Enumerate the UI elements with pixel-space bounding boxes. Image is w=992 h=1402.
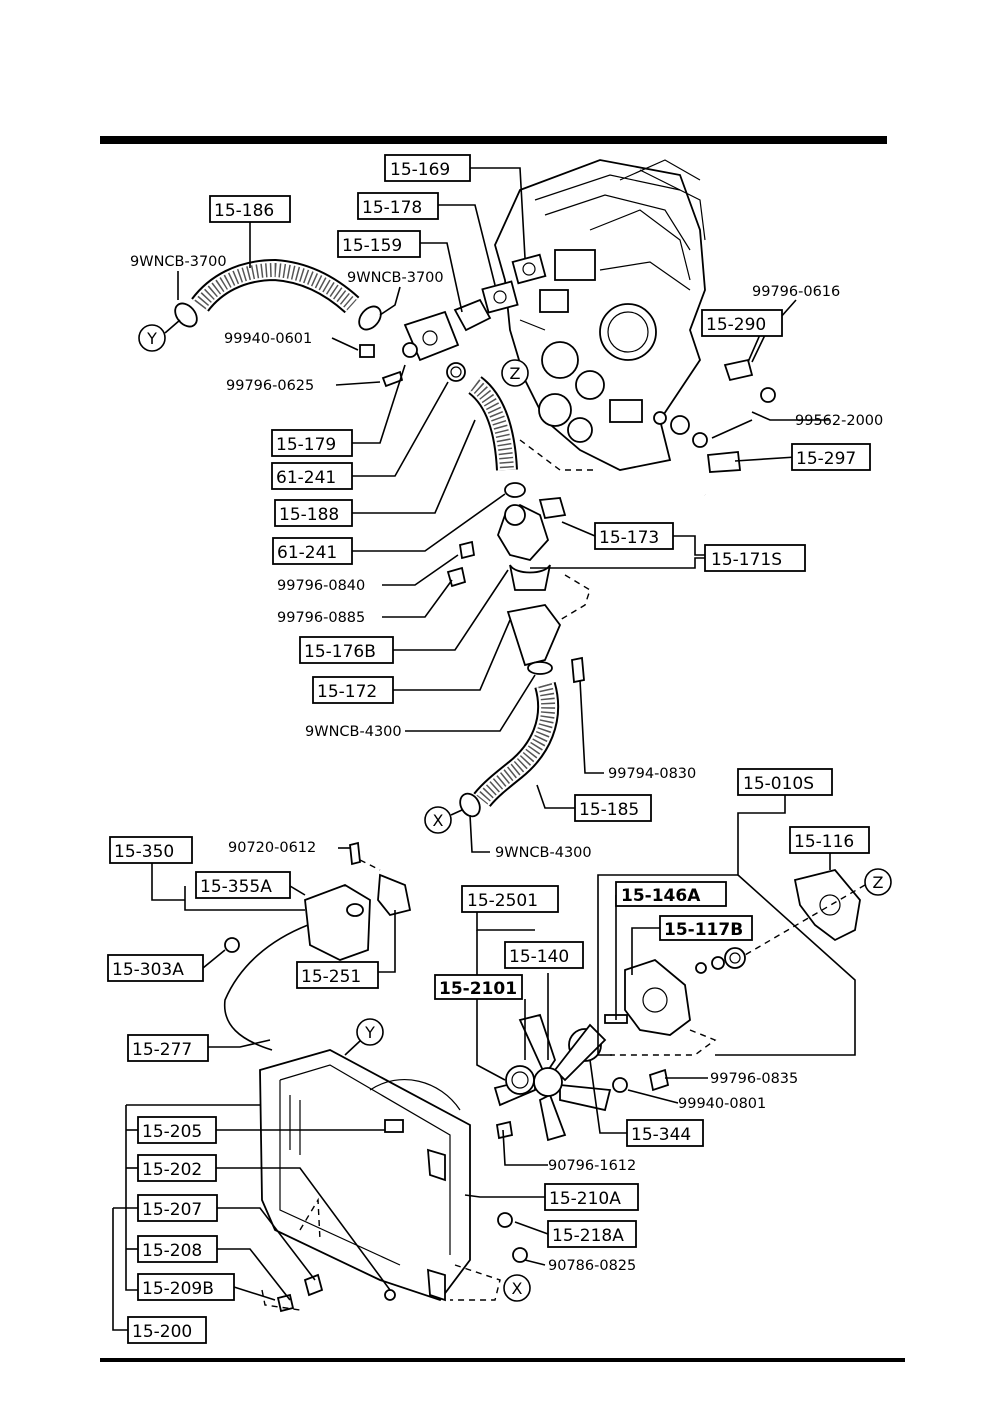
label-15-169: 15-169 <box>390 160 450 180</box>
thermostat-housing-upper <box>359 253 547 388</box>
label-15-210a: 15-210A <box>549 1189 621 1209</box>
ref-x-radiator: X <box>512 1279 523 1298</box>
label-61-241-a: 61-241 <box>276 468 336 488</box>
cooling-fan <box>493 1013 612 1142</box>
label-15-140: 15-140 <box>509 947 569 967</box>
code-99940-0801: 99940-0801 <box>678 1096 766 1112</box>
label-15-188: 15-188 <box>279 505 339 525</box>
label-15-176b: 15-176B <box>304 642 376 662</box>
label-15-207: 15-207 <box>142 1200 202 1220</box>
label-15-146a: 15-146A <box>621 886 701 906</box>
ref-x-middle: X <box>433 811 444 830</box>
label-15-117b: 15-117B <box>664 920 743 940</box>
code-99940-0601: 99940-0601 <box>224 331 312 347</box>
ref-y-top: Y <box>146 329 157 348</box>
label-15-344: 15-344 <box>631 1125 691 1145</box>
label-15-171s: 15-171S <box>711 550 782 570</box>
code-90786-0825: 90786-0825 <box>548 1258 636 1274</box>
label-15-178: 15-178 <box>362 198 422 218</box>
code-90796-1612: 90796-1612 <box>548 1158 636 1174</box>
label-61-241-b: 61-241 <box>277 543 337 563</box>
ref-z-top: Z <box>510 364 521 383</box>
engine-block-illustration <box>494 159 706 471</box>
radiator <box>259 1049 528 1313</box>
ref-y-radiator: Y <box>364 1023 375 1042</box>
label-15-116: 15-116 <box>794 832 854 852</box>
label-15-277: 15-277 <box>132 1040 192 1060</box>
label-15-202: 15-202 <box>142 1160 202 1180</box>
code-99796-0616: 99796-0616 <box>752 284 840 300</box>
label-15-179: 15-179 <box>276 435 336 455</box>
label-15-303a: 15-303A <box>112 960 184 980</box>
code-99796-0840: 99796-0840 <box>277 578 365 594</box>
water-pump-assembly <box>568 868 861 1093</box>
code-99794-0830: 99794-0830 <box>608 766 696 782</box>
label-15-205: 15-205 <box>142 1122 202 1142</box>
leader-lines <box>112 167 856 1331</box>
label-15-186: 15-186 <box>214 201 274 221</box>
code-99796-0625: 99796-0625 <box>226 378 314 394</box>
label-15-209b: 15-209B <box>142 1279 214 1299</box>
label-15-290: 15-290 <box>706 315 766 335</box>
code-9wncb-3700-b: 9WNCB-3700 <box>347 270 444 286</box>
label-15-172: 15-172 <box>317 682 377 702</box>
callout-labels: 15-169 15-178 15-186 15-159 9WNCB-3700 9… <box>107 154 883 1344</box>
label-15-251: 15-251 <box>301 967 361 987</box>
label-15-218a: 15-218A <box>552 1226 624 1246</box>
label-15-355a: 15-355A <box>200 877 272 897</box>
label-15-159: 15-159 <box>342 236 402 256</box>
ref-z-pump: Z <box>873 873 884 892</box>
code-90720-0612: 90720-0612 <box>228 840 316 856</box>
code-99562-2000: 99562-2000 <box>795 413 883 429</box>
label-15-010s: 15-010S <box>743 774 814 794</box>
label-15-350: 15-350 <box>114 842 174 862</box>
label-15-2101: 15-2101 <box>439 979 517 999</box>
code-9wncb-4300-b: 9WNCB-4300 <box>495 845 592 861</box>
code-9wncb-4300-a: 9WNCB-4300 <box>305 724 402 740</box>
reservoir-tank <box>223 841 412 1051</box>
label-15-185: 15-185 <box>579 800 639 820</box>
label-15-297: 15-297 <box>796 449 856 469</box>
label-15-173: 15-173 <box>599 528 659 548</box>
code-99796-0885: 99796-0885 <box>277 610 365 626</box>
label-15-2501: 15-2501 <box>467 891 538 911</box>
code-9wncb-3700-a: 9WNCB-3700 <box>130 254 227 270</box>
label-15-208: 15-208 <box>142 1241 202 1261</box>
thermostat-assembly <box>446 482 591 684</box>
reference-marks: Y Z X Z Y X <box>138 319 892 1302</box>
code-99796-0835: 99796-0835 <box>710 1071 798 1087</box>
label-15-200: 15-200 <box>132 1322 192 1342</box>
